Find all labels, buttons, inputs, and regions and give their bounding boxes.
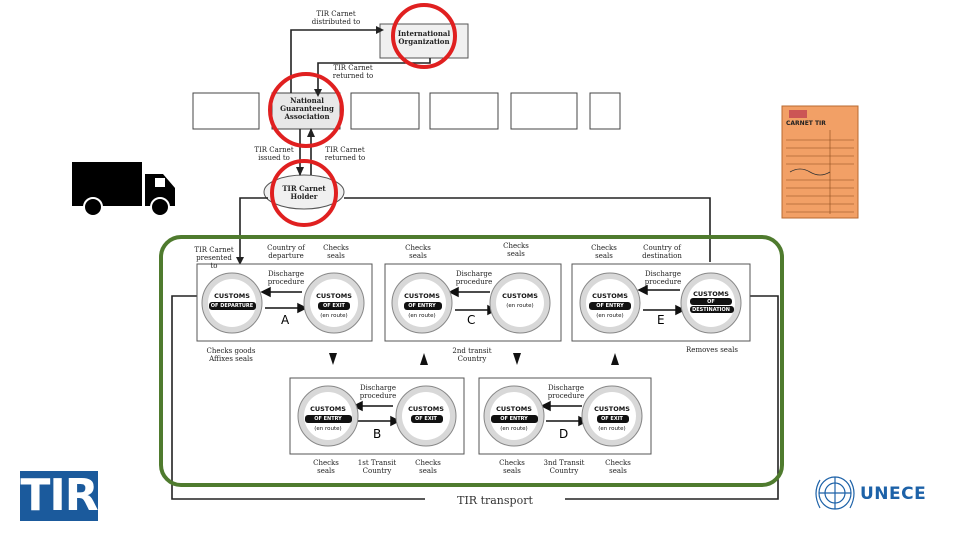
highlight-holder [270,159,338,227]
customs-word-9: CUSTOMS [496,405,532,413]
presented-line [239,197,268,262]
customs-exit-band-b: OF EXIT [415,416,437,422]
holder-box [263,174,345,210]
panel-letter-c: C [467,313,476,327]
checks-seals-c2: Checks seals [503,242,529,258]
third-transit-label: 3nd Transit Country [543,459,585,475]
customs-entry-band-d: OF ENTRY [500,416,528,422]
en-route-e: (en route) [596,313,624,319]
checks-seals-e: Checks seals [591,244,617,260]
national-assoc-label: National Guaranteeing Association [280,96,334,121]
panel-letter-a: A [281,313,290,327]
en-route-c2: (en route) [506,303,534,309]
customs-entry-band-c: OF ENTRY [408,303,436,309]
second-transit-label: 2nd transit Country [452,347,492,363]
customs-word-6: CUSTOMS [693,290,729,298]
customs-word-8: CUSTOMS [408,405,444,413]
highlight-intl-org [391,3,457,69]
destination-line [344,197,711,262]
en-route-a: (en route) [320,313,348,319]
transport-line-right [565,295,779,500]
checks-seals-b1: Checks seals [313,459,339,475]
customs-word-5: CUSTOMS [592,292,628,300]
truck-icon [72,162,175,217]
up-triangle-1 [420,353,428,365]
up-triangle-2 [611,353,619,365]
removes-seals-label: Removes seals [686,346,738,354]
carnet-doc-title: CARNET TIR [786,120,826,127]
discharge-c: Discharge procedure [455,270,493,286]
checks-seals-b2: Checks seals [415,459,441,475]
customs-destination-band: DESTINATION [692,307,730,313]
issued-label: TIR Carnet issued to [254,146,294,162]
transport-line-left [171,295,425,500]
checks-seals-c1: Checks seals [405,244,431,260]
customs-departure-band: OF DEPARTURE [210,303,254,309]
en-route-d2: (en route) [598,426,626,432]
discharge-e: Discharge procedure [644,270,682,286]
first-transit-label: 1st Transit Country [357,459,397,475]
holder-label: TIR Carnet Holder [282,184,326,201]
en-route-b1: (en route) [314,426,342,432]
returned-label-2: TIR Carnet returned to [324,146,366,162]
customs-word-3: CUSTOMS [404,292,440,300]
down-triangle-2 [513,353,521,365]
checks-seals-d2: Checks seals [605,459,631,475]
panel-letter-b: B [373,427,382,441]
unece-logo: UNECE [860,484,927,504]
carnet-document-image [781,105,859,219]
en-route-d1: (en route) [500,426,528,432]
returned-label-1: TIR Carnet returned to [332,64,374,80]
customs-entry-band-e: OF ENTRY [596,303,624,309]
down-triangle-1 [329,353,337,365]
customs-word-4: CUSTOMS [502,292,538,300]
country-departure-label: Country of departure [267,244,305,260]
highlight-national-assoc [268,72,344,148]
customs-word-10: CUSTOMS [594,405,630,413]
customs-word-2: CUSTOMS [316,292,352,300]
customs-exit-band-d: OF EXIT [601,416,623,422]
green-frame [159,235,784,487]
intl-org-label: International Organization [397,29,451,46]
discharge-a: Discharge procedure [267,270,305,286]
tir-transport-label: TIR transport [432,494,558,507]
discharge-b: Discharge procedure [359,384,397,400]
tir-logo: TIR [20,470,99,521]
panel-letter-d: D [559,427,569,441]
customs-word-7: CUSTOMS [310,405,346,413]
customs-entry-band-b: OF ENTRY [314,416,342,422]
country-destination-label: Country of destination [642,244,682,260]
association-row [192,92,621,130]
checks-seals-d1: Checks seals [499,459,525,475]
distributed-label: TIR Carnet distributed to [311,10,361,26]
un-emblem-icon [815,476,855,510]
panel-letter-e: E [657,313,665,327]
presented-label: TIR Carnet presented to [194,246,234,270]
en-route-c1: (en route) [408,313,436,319]
customs-of-band: OF [707,299,715,305]
checks-goods-label: Checks goods Affixes seals [206,347,256,363]
checks-seals-a: Checks seals [323,244,349,260]
customs-exit-band-a: OF EXIT [323,303,345,309]
customs-word-1: CUSTOMS [214,292,250,300]
distributed-line [290,29,380,93]
discharge-d: Discharge procedure [547,384,585,400]
